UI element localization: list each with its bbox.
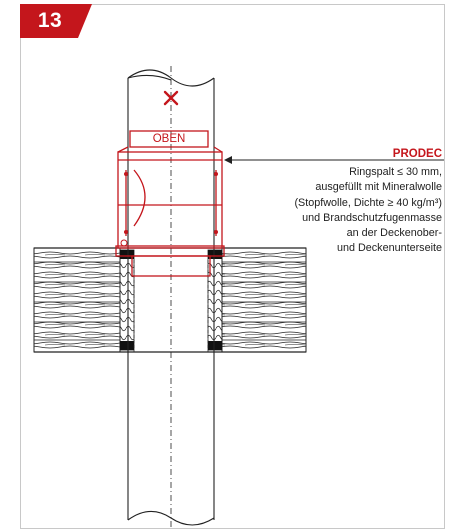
annotation-line: (Stopfwolle, Dichte ≥ 40 kg/m³): [294, 196, 442, 209]
annotation-line: Ringspalt ≤ 30 mm,: [349, 166, 442, 178]
figure-number-badge: 13: [20, 4, 92, 38]
annotation-text: Ringspalt ≤ 30 mm, ausgefüllt mit Minera…: [222, 165, 442, 257]
figure-number: 13: [37, 9, 63, 32]
x-mark-icon: [163, 90, 179, 106]
sleeve-label: OBEN: [152, 133, 186, 145]
product-name: PRODEC: [392, 148, 442, 160]
bolt-icon: [214, 172, 218, 176]
annotation-line: an der Deckenober-: [346, 227, 442, 240]
sealant-bottom-left: [120, 341, 134, 350]
hinge-icon: [120, 239, 128, 247]
ceiling-slab-right: [221, 247, 307, 353]
sealant-bottom-right: [208, 341, 222, 350]
badge-background: [20, 4, 92, 38]
bolt-icon: [124, 230, 128, 234]
sealant-top-right: [208, 250, 222, 259]
ceiling-slab-left: [33, 247, 121, 353]
annotation-line: und Deckenunterseite: [336, 242, 442, 255]
sealant-top-left: [120, 250, 134, 259]
fire-sleeve: [115, 130, 225, 277]
annotation-line: ausgefüllt mit Mineralwolle: [315, 181, 442, 194]
annotation-line: und Brandschutzfugenmasse: [302, 211, 442, 224]
bolt-icon: [214, 230, 218, 234]
bolt-icon: [124, 172, 128, 176]
arrow-left-icon: [224, 156, 444, 164]
